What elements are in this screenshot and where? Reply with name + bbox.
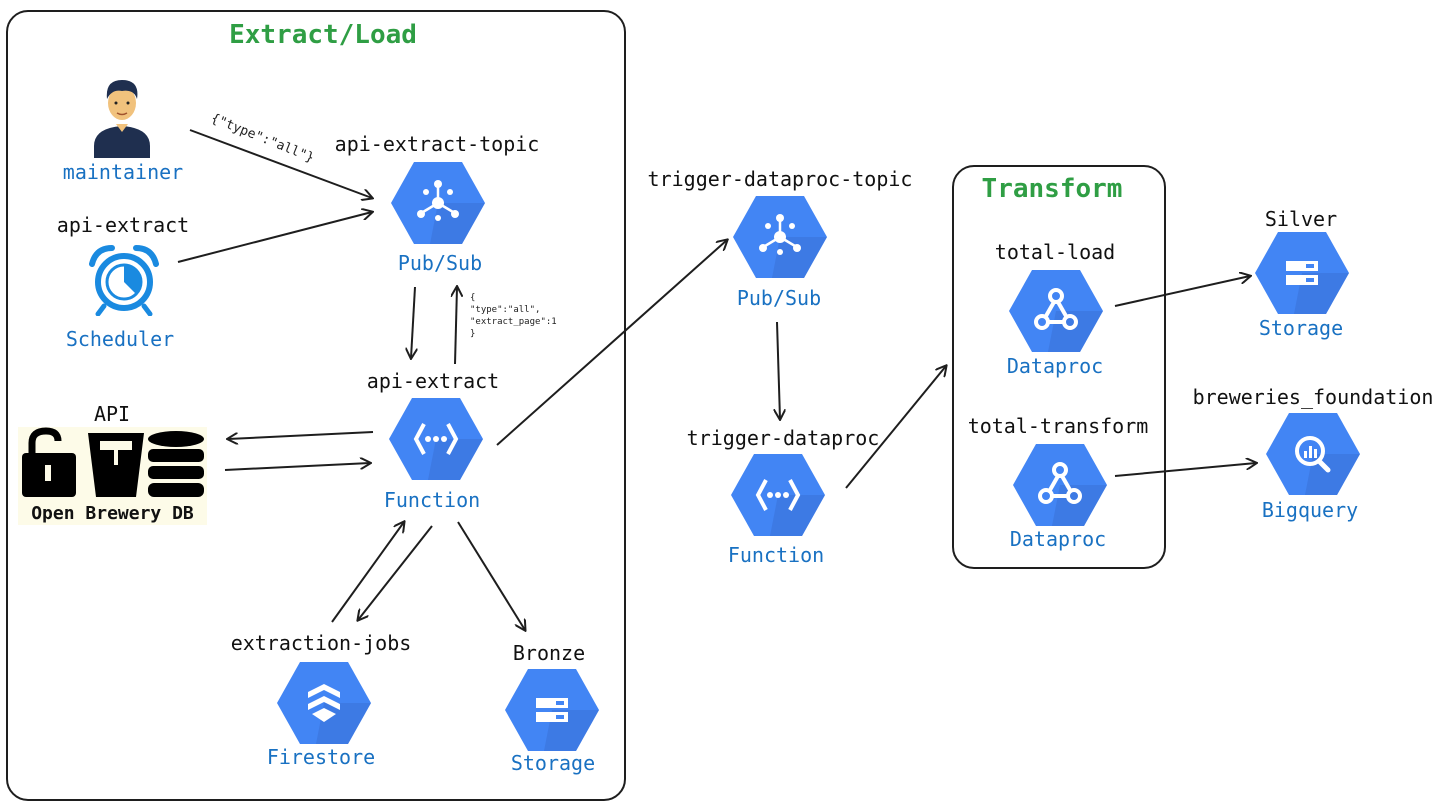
bigquery-title: breweries_foundation [1192,385,1434,409]
arrow-function-to-bronze [457,521,525,630]
silver-storage-icon [1254,230,1350,320]
pubsub1-title: api-extract-topic [334,132,540,156]
bronze-title: Bronze [512,641,586,665]
scheduler-label: Scheduler [65,327,175,351]
arrow-pubsub-to-function [411,286,415,358]
arrow-dataproc-to-bigquery [1114,463,1256,477]
firestore-service: Firestore [266,745,376,769]
function2-title: trigger-dataproc [686,426,880,450]
bronze-storage-icon [504,667,600,757]
dataproc1-service: Dataproc [1006,354,1104,378]
silver-title: Silver [1264,207,1338,231]
function2-service: Function [727,543,825,567]
bigquery-icon [1265,411,1361,501]
alarm-clock-icon [88,244,160,320]
pubsub2-title: trigger-dataproc-topic [647,167,913,191]
open-brewery-db-logo: Open Brewery DB [18,427,207,525]
pubsub2-service: Pub/Sub [736,286,822,310]
function1-service: Function [383,488,481,512]
firestore-title: extraction-jobs [230,631,412,655]
cloud-function-icon [388,396,484,486]
function2-icon [730,452,826,542]
bronze-service: Storage [510,751,596,775]
bigquery-service: Bigquery [1261,498,1359,522]
arrow-function-to-pubsub [455,287,457,365]
maintainer-label: maintainer [62,160,184,184]
transform-title: Transform [981,174,1123,204]
arrow-function-to-firestore [358,525,433,620]
arrow-dataproc-to-silver [1114,276,1250,307]
arrow-function2-to-dataproc [845,366,946,489]
dataproc2-icon [1012,442,1108,532]
arrow-api-to-function [224,463,370,471]
arrow-maintainer-to-pubsub [189,129,372,198]
extract-load-title: Extract/Load [229,20,417,50]
function1-title: api-extract [366,369,500,393]
pubsub-icon [390,160,486,250]
api-title: API [93,402,131,426]
arrow-function-to-api [228,431,374,439]
brewery-logo-icons [22,427,204,497]
arrow-firestore-to-function [331,522,404,623]
dataproc2-service: Dataproc [1009,527,1107,551]
loop-payload-note: { "type":"all", "extract_page":1 } [470,293,557,339]
silver-service: Storage [1258,316,1344,340]
pubsub2-icon [732,194,828,284]
arrow-scheduler-to-pubsub [177,212,372,263]
firestore-icon [276,660,372,750]
scheduler-title: api-extract [56,213,190,237]
open-brewery-db-text: Open Brewery DB [31,503,194,524]
maintainer-avatar [90,72,154,162]
dataproc-icon [1008,268,1104,358]
arrow-pubsub2-to-function2 [777,321,780,419]
pubsub1-service: Pub/Sub [397,251,483,275]
arrow-function-to-pubsub2 [496,240,727,446]
dataproc1-title: total-load [994,240,1116,264]
dataproc2-title: total-transform [967,414,1149,438]
